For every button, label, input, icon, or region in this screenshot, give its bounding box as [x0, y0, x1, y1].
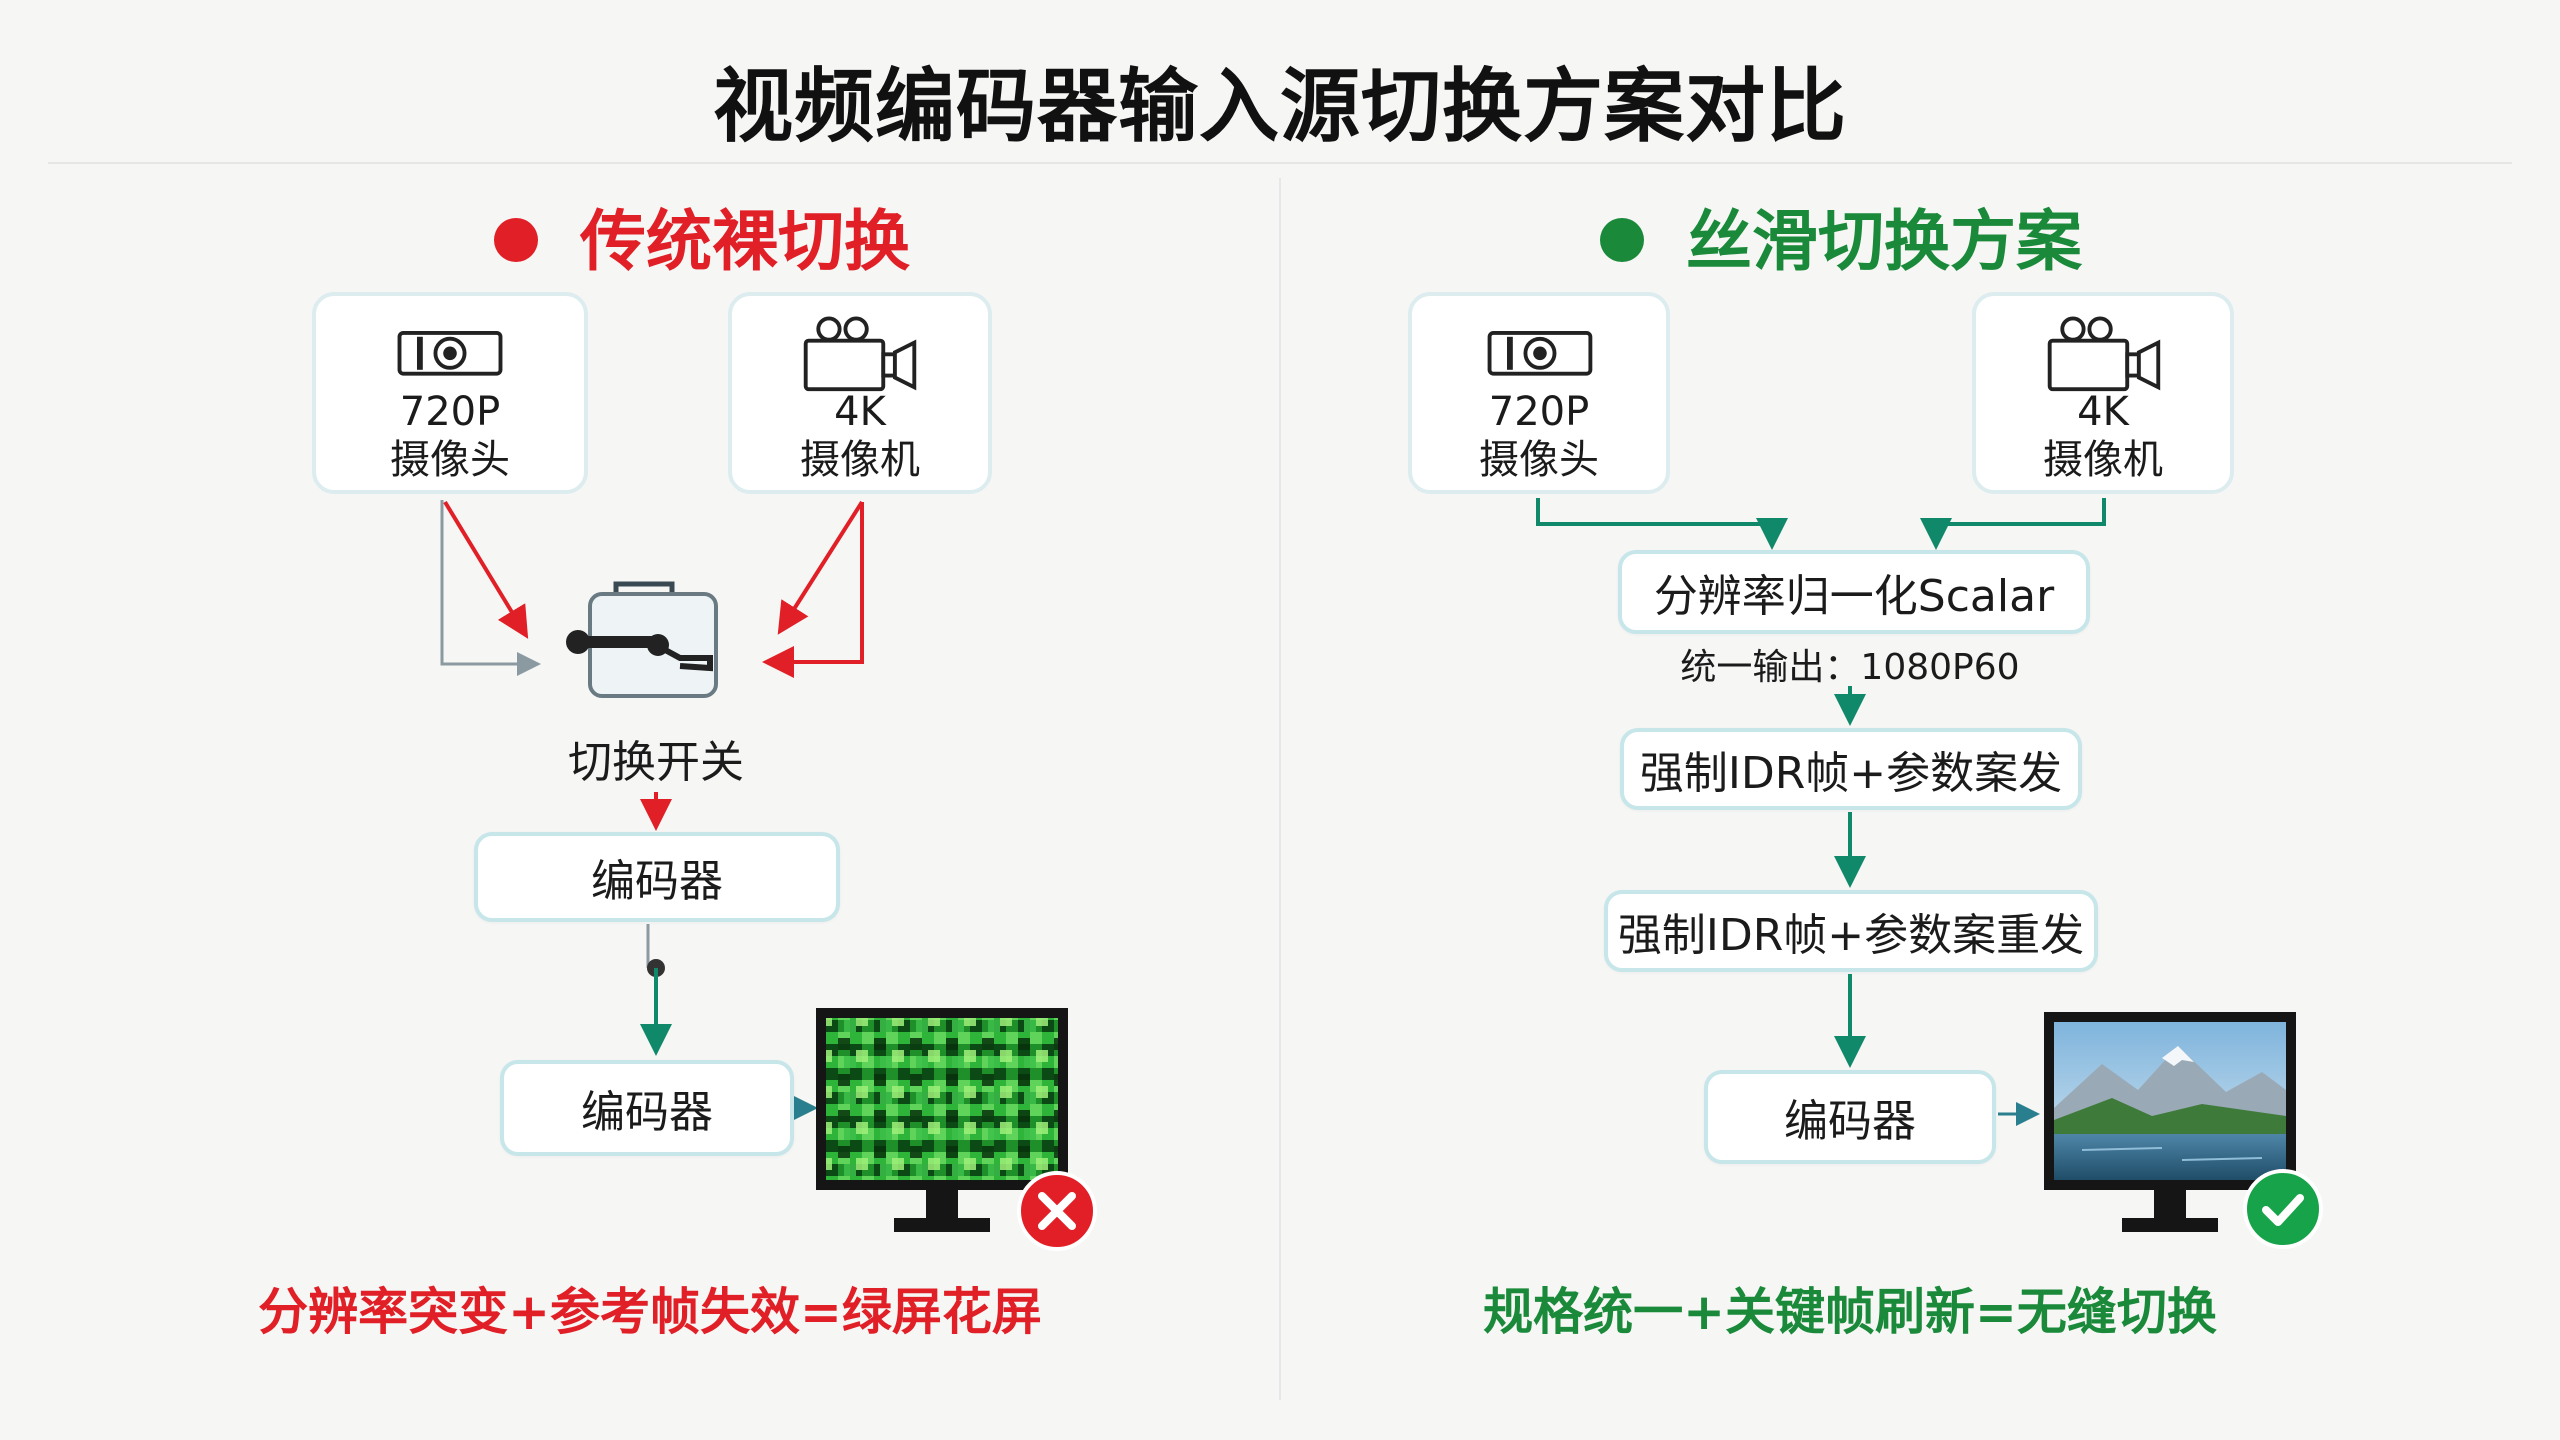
- switch-label: 切换开关: [568, 737, 744, 788]
- corrupted-monitor-icon: [816, 1008, 1068, 1232]
- left-cam1-line2: 摄像头: [390, 437, 510, 483]
- right-arrow-cam2-scalar: [1920, 498, 2106, 550]
- center-divider: [1279, 178, 1281, 1400]
- right-cam2-line1: 4K: [2077, 389, 2129, 435]
- left-heading: 传统裸切换: [494, 188, 910, 284]
- left-encoder-2: 编码器: [500, 1060, 794, 1156]
- unified-output-label: 统一输出：1080P60: [1680, 647, 2020, 688]
- left-heading-dot: [494, 217, 538, 262]
- idr-step-1: 强制IDR帧+参数案发: [1620, 728, 2082, 810]
- video-camera-icon: [2047, 316, 2161, 392]
- left-red-arrow-3: [762, 502, 864, 678]
- left-gray-path: [440, 500, 541, 676]
- left-cam1-line1: 720P: [399, 389, 501, 435]
- right-cam1-line1: 720P: [1488, 389, 1590, 435]
- right-heading-dot: [1600, 217, 1644, 262]
- idr-step-2: 强制IDR帧+参数案重发: [1604, 890, 2098, 972]
- camera-icon: [397, 330, 503, 376]
- error-x-icon: [1017, 1171, 1097, 1251]
- left-camera-720p-card: 720P 摄像头: [312, 292, 588, 494]
- right-heading: 丝滑切换方案: [1600, 188, 2082, 284]
- left-conclusion: 分辨率突变+参考帧失效=绿屏花屏: [258, 1283, 1042, 1341]
- scalar-box: 分辨率归一化Scalar: [1618, 550, 2090, 634]
- page-title: 视频编码器输入源切换方案对比: [713, 60, 1847, 153]
- right-camera-720p-card: 720P 摄像头: [1408, 292, 1670, 494]
- left-red-arrow-1: [443, 500, 529, 639]
- right-encoder: 编码器: [1704, 1070, 1996, 1164]
- left-heading-text: 传统裸切换: [580, 203, 910, 280]
- right-arrow-cam1-scalar: [1536, 498, 1788, 550]
- right-cam1-line2: 摄像头: [1479, 437, 1599, 483]
- title-divider: [48, 162, 2512, 164]
- right-heading-text: 丝滑切换方案: [1686, 203, 2082, 280]
- right-conclusion: 规格统一+关键帧刷新=无缝切换: [1483, 1283, 2217, 1341]
- camera-icon: [1487, 331, 1593, 376]
- left-camera-4k-card: 4K 摄像机: [728, 292, 992, 494]
- right-cam2-line2: 摄像机: [2043, 437, 2163, 483]
- success-check-icon: [2243, 1169, 2323, 1249]
- left-encoder-1: 编码器: [474, 832, 840, 922]
- left-red-arrow-2: [777, 500, 864, 635]
- landscape-monitor-icon: [2044, 1012, 2296, 1232]
- right-camera-4k-card: 4K 摄像机: [1972, 292, 2234, 494]
- switch-icon: [566, 581, 718, 698]
- video-camera-icon: [803, 316, 917, 392]
- left-cam2-line2: 摄像机: [800, 437, 920, 483]
- left-cam2-line1: 4K: [834, 389, 886, 435]
